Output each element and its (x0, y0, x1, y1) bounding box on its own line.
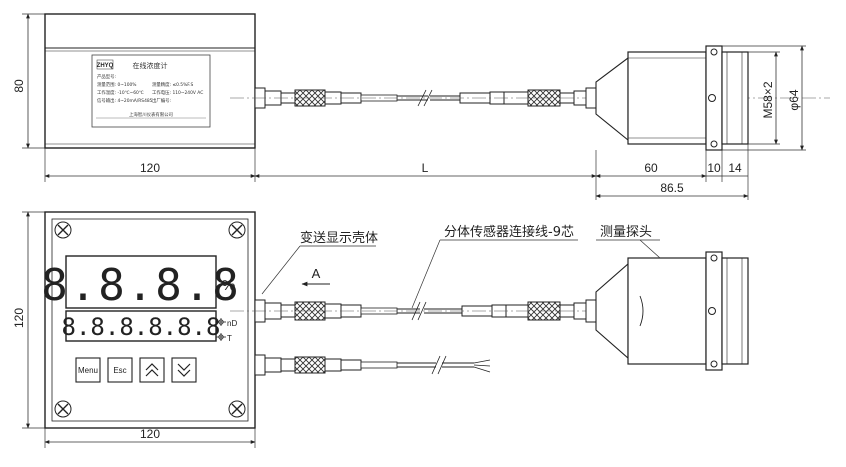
lcd-top-digits: 8.8.8.8 (41, 260, 240, 311)
double-chevron-down-icon (177, 363, 191, 377)
dim-top-width: 120 (44, 148, 256, 182)
plate-line: 出厂编号: (152, 97, 171, 104)
dim-thread: M58×2 (748, 51, 780, 145)
bottom-probe (585, 251, 749, 371)
lcd-bottom: 8.8.8.8.8.8 nD T (62, 310, 237, 343)
brand-logo (96, 59, 114, 70)
bottom-cable-lower (254, 354, 491, 376)
dim-diameter-label: φ64 (787, 89, 801, 110)
dim-thread-label: M58×2 (761, 81, 775, 118)
plate-title: 在线浓度计 (133, 61, 168, 70)
callout-probe: 测量探头 (596, 225, 661, 259)
dim-14-label: 14 (728, 161, 742, 175)
dim-top-height-label: 80 (12, 79, 26, 93)
label-plate: ZHYQ 在线浓度计 产品型号:测量范围: 0~100% 测量精度: ≤0.5%F… (91, 54, 211, 128)
callout-probe-label: 测量探头 (600, 225, 652, 240)
plate-line: 工作电压: 110~240V AC (152, 89, 203, 96)
screw-icon (54, 221, 72, 239)
dim-bottom-height-label: 120 (12, 308, 26, 328)
callout-housing: 变送显示壳体 (261, 230, 378, 295)
dim-cable-length: L (254, 150, 597, 200)
callout-housing-label: 变送显示壳体 (300, 230, 378, 246)
plate-line: 信号输出: 4~20mA/RS485 (97, 97, 153, 104)
dim-bottom-width-label: 120 (140, 427, 160, 441)
plate-line: 工作温度: -10℃~60℃ (97, 89, 144, 96)
lcd-unit: % (222, 277, 235, 294)
plate-line: 产品型号: (97, 73, 116, 80)
esc-button-label: Esc (113, 366, 126, 375)
indicator-nd-label: nD (227, 319, 237, 328)
plate-line: 测量范围: 0~100% (97, 81, 136, 88)
dim-top-height: 80 (12, 13, 45, 149)
corner-screws (54, 221, 246, 418)
dim-60-label: 60 (644, 161, 658, 175)
view-arrow-a: A (301, 266, 330, 287)
view-arrow-a-label: A (312, 266, 321, 281)
indicator-nd: nD (216, 318, 237, 328)
screw-icon (228, 400, 246, 418)
esc-button[interactable]: Esc (107, 357, 133, 383)
screw-icon (228, 221, 246, 239)
dim-top-width-label: 120 (140, 161, 160, 175)
up-button[interactable] (139, 357, 165, 383)
indicator-t: T (216, 333, 232, 343)
indicator-t-label: T (227, 334, 232, 343)
plate-line: 测量精度: ≤0.5%F.S (152, 81, 193, 88)
plate-lines: 产品型号:测量范围: 0~100% 测量精度: ≤0.5%F.S 工作温度: -10… (97, 73, 203, 104)
callout-cable: 分体传感器连接线-9芯 (411, 224, 578, 309)
menu-button[interactable]: Menu (75, 357, 101, 383)
plate-company: 上海智川仪表有限公司 (129, 111, 173, 118)
dim-bottom-width: 120 (44, 427, 256, 448)
dim-cable-length-label: L (422, 161, 429, 175)
down-button[interactable] (171, 357, 197, 383)
double-chevron-up-icon (145, 363, 159, 377)
dim-probe-lengths: 60 10 14 86.5 (595, 144, 749, 200)
lcd-top: 8.8.8.8 % (41, 255, 240, 311)
screw-icon (54, 400, 72, 418)
dim-86-5-label: 86.5 (660, 181, 684, 195)
dim-diameter: φ64 (722, 45, 806, 151)
menu-button-label: Menu (78, 366, 98, 375)
keypad: Menu Esc (75, 357, 197, 383)
dim-10-label: 10 (707, 161, 721, 175)
lcd-bottom-digits: 8.8.8.8.8.8 (62, 313, 221, 341)
top-probe (585, 45, 749, 151)
callout-cable-label: 分体传感器连接线-9芯 (444, 224, 574, 240)
dim-bottom-height: 120 (12, 211, 45, 429)
brand-logo-text: ZHYQ (97, 63, 114, 69)
